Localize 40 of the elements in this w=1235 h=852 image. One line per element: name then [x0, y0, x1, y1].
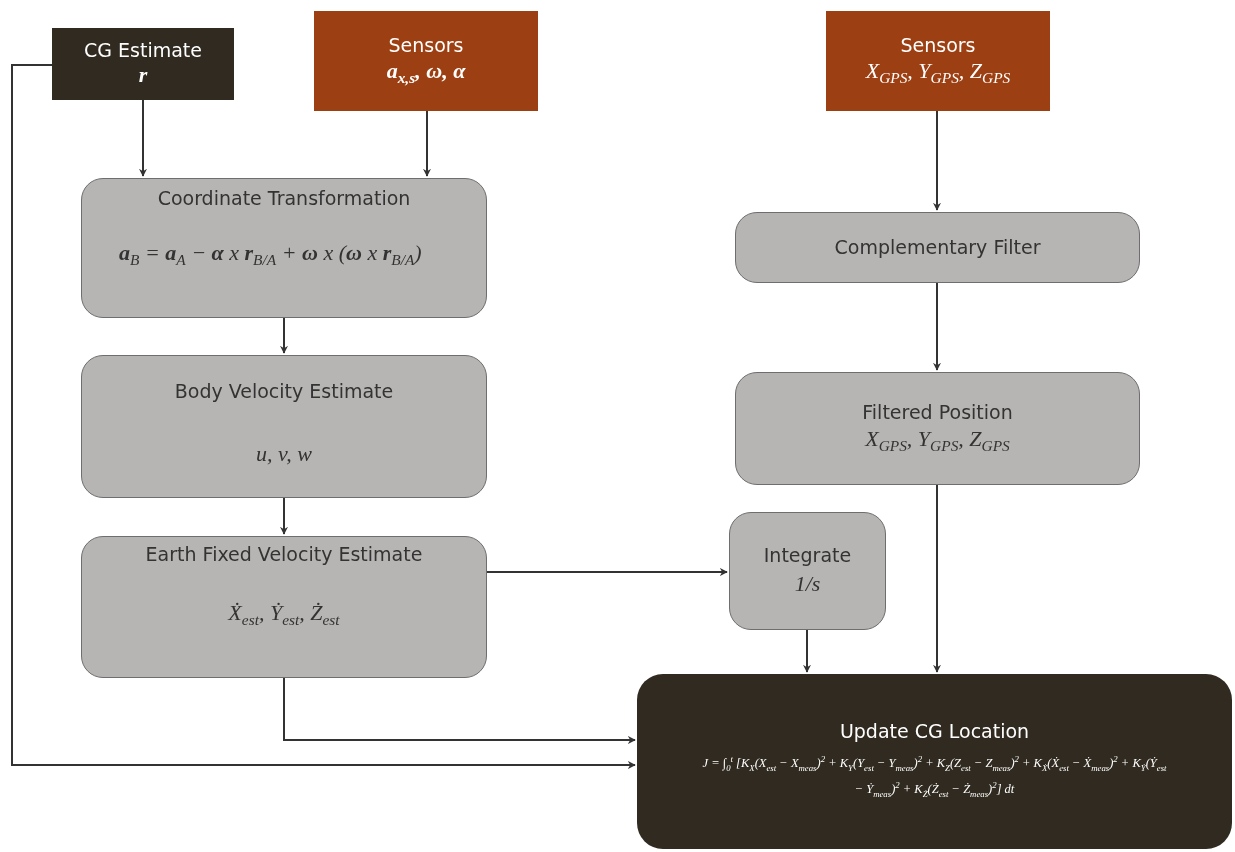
arrow [139, 99, 147, 177]
math-formula: X$_{GPS}$, Y$_{GPS}$, Z$_{GPS}$ [865, 58, 1011, 89]
estimate-box [52, 28, 234, 100]
math-formula: X$_{GPS}$, Y$_{GPS}$, Z$_{GPS}$ [865, 425, 1010, 456]
math-formula: u, v, w [256, 440, 312, 468]
arrow [423, 110, 431, 177]
arrow [11, 64, 636, 769]
arrow [283, 677, 636, 744]
arrow [933, 282, 941, 371]
math-formula: 1/s [794, 571, 821, 598]
sensor-box [314, 11, 538, 111]
arrow [933, 110, 941, 211]
box-title: Update CG Location [839, 719, 1030, 743]
process-box [729, 512, 886, 630]
process-box [81, 536, 487, 678]
math-formula: Ẋ$_{est}$, Ẏ$_{est}$, Ż$_{est}$ [228, 599, 340, 630]
process-box [81, 355, 487, 498]
box-title: Sensors [900, 33, 976, 57]
box-title: Earth Fixed Velocity Estimate [145, 543, 423, 566]
box-title: Coordinate Transformation [157, 187, 411, 210]
box-title: Sensors [388, 33, 464, 57]
process-box [735, 372, 1140, 485]
box-title: CG Estimate [84, 39, 202, 63]
arrow [280, 317, 288, 354]
output-box [637, 674, 1232, 849]
box-title: Complementary Filter [834, 236, 1041, 259]
math-formula: a$_{B}$ = a$_{A}$ − α x r$_{B/A}$ + ω x (ω x r$_{B/A}$) [119, 239, 423, 270]
process-box [81, 178, 487, 318]
box-title: Integrate [763, 544, 852, 568]
box-title: Body Velocity Estimate [174, 380, 394, 403]
math-formula: J = ∫$_{0}$$^{t}$ [K$_{X}$(X$_{est}$ − X$_{meas}$)$^{2}$ + K$_{Y}$(Y$_{est}$ − Y$_{meas}$)$^{2}$ + K$_{Z}$(Z$_{est}$ − Z$_{meas}$)$^{2}$ + K$_{Ẋ}$(Ẋ$_{est}$ − Ẋ$_{meas}$)$^{2}$ + K$_{Ẏ}$(Ẏ$_{est}$ − Ẏ$_{meas}$)$^{2}$ + K$_{Ż}$(Ż$_{est}$ − Ż$_{meas}$)$^{2}$] dt [701, 752, 1168, 801]
box-title: Filtered Position [862, 401, 1013, 424]
arrow [933, 484, 941, 673]
arrow [803, 629, 811, 673]
arrow [280, 497, 288, 535]
arrow [486, 568, 728, 576]
sensor-box [826, 11, 1050, 111]
process-box [735, 212, 1140, 283]
math-formula: r [138, 62, 148, 89]
math-formula: a$_{x,s}$, ω, α [386, 58, 466, 89]
